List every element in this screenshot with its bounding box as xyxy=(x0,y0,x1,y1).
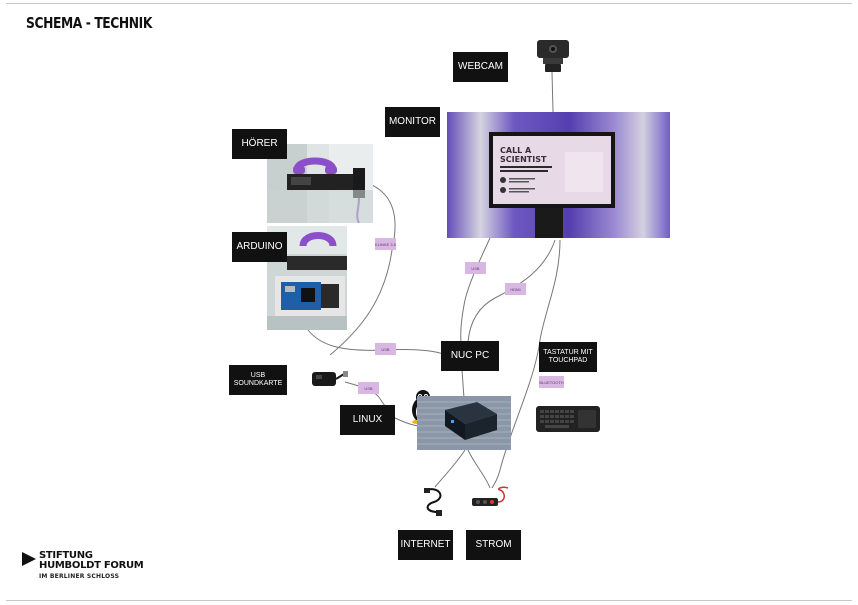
hoerer-photo xyxy=(267,144,373,223)
linux-label: LINUX xyxy=(340,405,395,435)
frame-bottom-border xyxy=(6,600,852,601)
logo-mark-icon xyxy=(22,552,36,566)
page-title: SCHEMA - TECHNIK xyxy=(26,14,152,32)
hoerer-image xyxy=(267,144,373,223)
tastatur-label: TASTATUR MIT TOUCHPAD xyxy=(539,342,597,372)
internet-label: INTERNET xyxy=(398,530,453,560)
keyboard-touchpad-icon xyxy=(536,406,600,432)
tag-usb-arduino: USB xyxy=(375,343,396,355)
wire-hoerer-klinke xyxy=(329,184,396,356)
nuc-pc-label: NUC PC xyxy=(441,341,499,371)
wire-box-strom xyxy=(467,449,491,489)
tag-usb-monitor: USB xyxy=(465,262,486,274)
wire-nuc-box xyxy=(461,369,465,399)
tag-klinke: KLINKE 3,5 xyxy=(375,238,396,250)
monitor-label: MONITOR xyxy=(385,107,440,137)
tag-bluetooth: BLUETOOTH xyxy=(539,376,564,388)
webcam-icon xyxy=(537,40,569,72)
tag-usb-sound: USB xyxy=(358,382,379,394)
strom-label: STROM xyxy=(466,530,521,560)
humboldt-forum-logo: STIFTUNG HUMBOLDT FORUM IM BERLINER SCHL… xyxy=(22,550,144,582)
hoerer-label: HÖRER xyxy=(232,129,287,159)
monitor-image: CALL A SCIENTIST xyxy=(447,112,670,238)
wire-webcam-monitor xyxy=(551,71,554,113)
logo-line-2: HUMBOLDT FORUM xyxy=(39,560,144,571)
nuc-box-image xyxy=(417,396,511,450)
arduino-label: ARDUINO xyxy=(232,232,287,262)
frame-top-border xyxy=(6,3,852,4)
tag-hdmi: HDMI xyxy=(505,283,526,295)
power-strip-icon xyxy=(472,486,509,506)
nuc-box-photo xyxy=(417,396,511,450)
wire-monitor-tastatur xyxy=(499,239,561,471)
wire-monitor-usb xyxy=(460,237,491,343)
logo-line-3: IM BERLINER SCHLOSS xyxy=(39,573,120,580)
wire-box-internet xyxy=(434,449,466,488)
usb-soundcard-icon xyxy=(312,371,348,386)
wire-tastatur-strom xyxy=(491,469,501,489)
arduino-photo xyxy=(267,226,347,330)
ethernet-cable-icon xyxy=(424,488,442,516)
screen-heading-2: SCIENTIST xyxy=(500,155,547,164)
wire-monitor-hdmi xyxy=(467,239,556,343)
usb-soundkarte-label: USB SOUNDKARTE xyxy=(229,365,287,395)
monitor-photo: CALL A SCIENTIST xyxy=(447,112,670,238)
arduino-image xyxy=(267,226,347,330)
logo-line-1: STIFTUNG xyxy=(39,550,93,561)
webcam-label: WEBCAM xyxy=(453,52,508,82)
screen-heading-1: CALL A xyxy=(500,146,532,155)
